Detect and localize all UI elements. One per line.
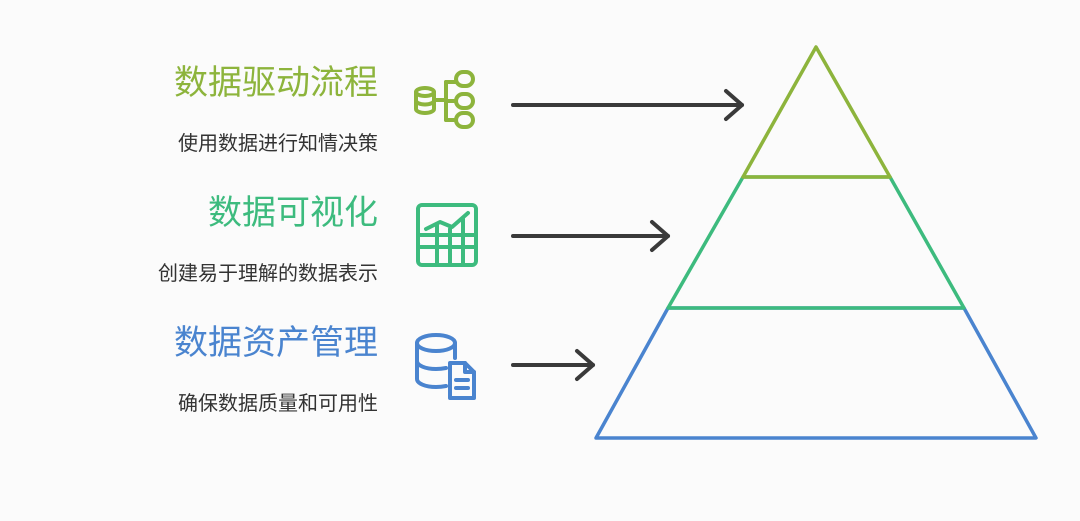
tier-data-asset-management: 数据资产管理 确保数据质量和可用性 [0, 300, 1080, 440]
arrow-right-icon [511, 89, 744, 121]
tier-description: 创建易于理解的数据表示 [158, 261, 378, 285]
arrow-right-icon [511, 349, 595, 381]
pyramid-middle-tier [666, 175, 966, 310]
tier-description: 确保数据质量和可用性 [178, 391, 378, 415]
tier-data-driven-process: 数据驱动流程 使用数据进行知情决策 [0, 40, 1080, 180]
pyramid-top-tier [741, 45, 892, 179]
tier-title: 数据可视化 [208, 193, 378, 233]
database-hierarchy-icon [414, 70, 475, 129]
arrow-right-icon [511, 220, 670, 252]
database-document-icon [415, 333, 476, 400]
pyramid-bottom-tier [594, 306, 1038, 440]
tier-description: 使用数据进行知情决策 [178, 131, 378, 155]
tier-title: 数据驱动流程 [174, 63, 378, 103]
tier-data-visualization: 数据可视化 创建易于理解的数据表示 [0, 170, 1080, 310]
spreadsheet-chart-icon [416, 203, 478, 267]
tier-title: 数据资产管理 [174, 323, 378, 363]
